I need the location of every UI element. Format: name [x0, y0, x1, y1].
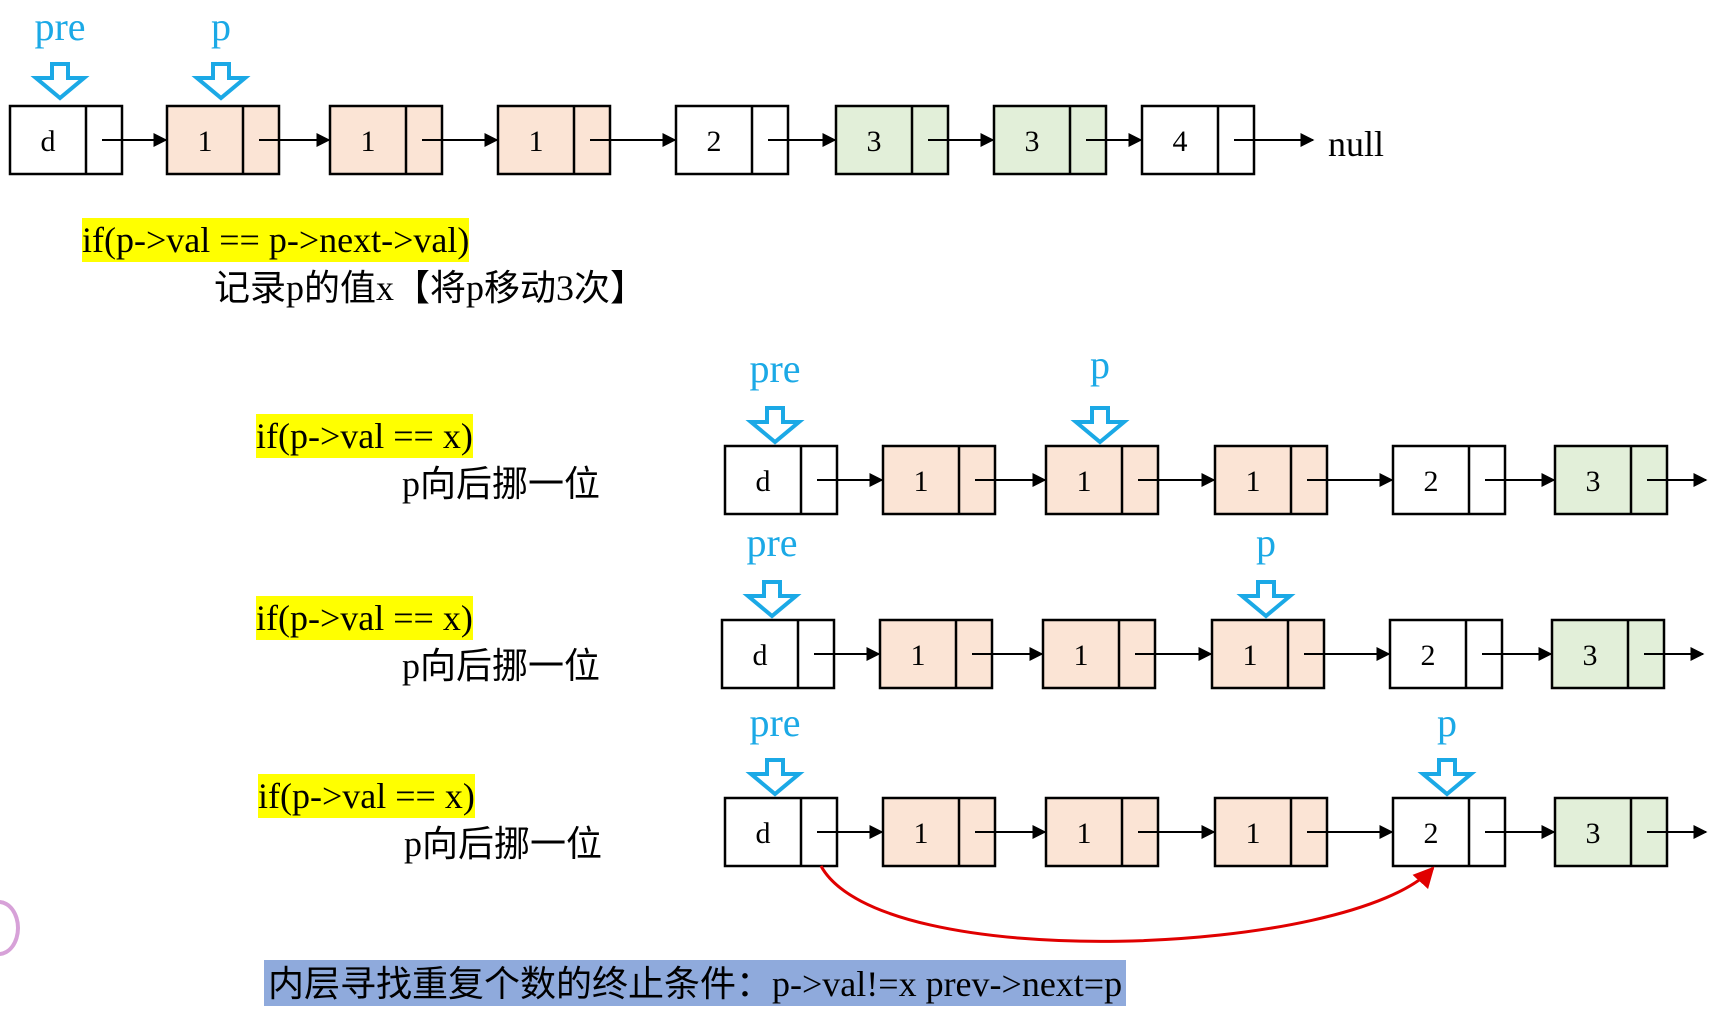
relink-arrow: [819, 865, 1435, 943]
node-value: 1: [1077, 465, 1092, 498]
top-code-block: if(p->val == p->next->val): [82, 218, 470, 262]
p-pointer-label: p: [1256, 520, 1276, 565]
step-2-code-block: if(p->val == x): [256, 596, 473, 640]
step-3-action-text: p向后挪一位: [404, 824, 603, 864]
step-1-condition-code: if(p->val == x): [256, 414, 473, 458]
node-value: 1: [1246, 817, 1261, 850]
node-value: 1: [1077, 817, 1092, 850]
p-pointer-label: p: [1437, 700, 1457, 745]
termination-condition-banner: 内层寻找重复个数的终止条件：p->val!=x prev->next=p: [264, 960, 1127, 1006]
linked-list-step-2: d 1 1 1 2 3 pre p: [720, 520, 1705, 690]
step-2-condition-code: if(p->val == x): [256, 596, 473, 640]
node-box: [834, 104, 950, 176]
pre-pointer-label: pre: [749, 700, 800, 745]
node-value: 1: [529, 125, 544, 158]
step-1-action-text: p向后挪一位: [402, 464, 601, 504]
p-pointer-arrow-icon: [1236, 580, 1296, 619]
node-value: d: [756, 465, 771, 498]
node-value: 1: [198, 125, 213, 158]
node-value: 1: [914, 465, 929, 498]
p-pointer-arrow-icon: [1417, 758, 1477, 797]
pre-pointer-label: pre: [746, 520, 797, 565]
node-value: 1: [1074, 639, 1089, 672]
p-pointer-label: p: [1090, 342, 1110, 387]
p-pointer-arrow-icon: [1070, 406, 1130, 445]
linked-list-step-3: d 1 1 1 2 3 pre p: [723, 700, 1708, 943]
linked-list-step-1: d 1 1 1 2 3 pre p: [723, 342, 1708, 516]
node-value: 2: [1424, 465, 1439, 498]
step-3-code-block: if(p->val == x): [258, 774, 475, 818]
step-1-code-block: if(p->val == x): [256, 414, 473, 458]
p-pointer-arrow-icon: [191, 62, 251, 101]
step-2-action-text: p向后挪一位: [402, 646, 601, 686]
node-value: 2: [707, 125, 722, 158]
linked-list-initial: d 1 1 1 2 3 3 4 null pre p: [8, 4, 1384, 176]
pre-pointer-arrow-icon: [30, 62, 90, 101]
node-value: 1: [361, 125, 376, 158]
top-action-text: 记录p的值x【将p移动3次】: [214, 268, 647, 308]
pre-pointer-arrow-icon: [742, 580, 802, 619]
node-value: 1: [1246, 465, 1261, 498]
node-value: 3: [1586, 817, 1601, 850]
pre-pointer-label: pre: [749, 346, 800, 391]
node-value: d: [753, 639, 768, 672]
top-condition-code: if(p->val == p->next->val): [82, 218, 470, 262]
node-value: 3: [1583, 639, 1598, 672]
node-value: 3: [1586, 465, 1601, 498]
node-value: d: [756, 817, 771, 850]
node-value: 3: [867, 125, 882, 158]
pre-pointer-label: pre: [34, 4, 85, 49]
node-value: 3: [1025, 125, 1040, 158]
node-value: 2: [1421, 639, 1436, 672]
pre-pointer-arrow-icon: [745, 758, 805, 797]
node-value: 1: [1243, 639, 1258, 672]
node-value: d: [41, 125, 56, 158]
p-pointer-label: p: [211, 4, 231, 49]
null-label: null: [1328, 124, 1384, 164]
node-value: 2: [1424, 817, 1439, 850]
step-3-condition-code: if(p->val == x): [258, 774, 475, 818]
node-value: 1: [911, 639, 926, 672]
node-value: 4: [1173, 125, 1188, 158]
node-box: [992, 104, 1108, 176]
node-value: 1: [914, 817, 929, 850]
pre-pointer-arrow-icon: [745, 406, 805, 445]
